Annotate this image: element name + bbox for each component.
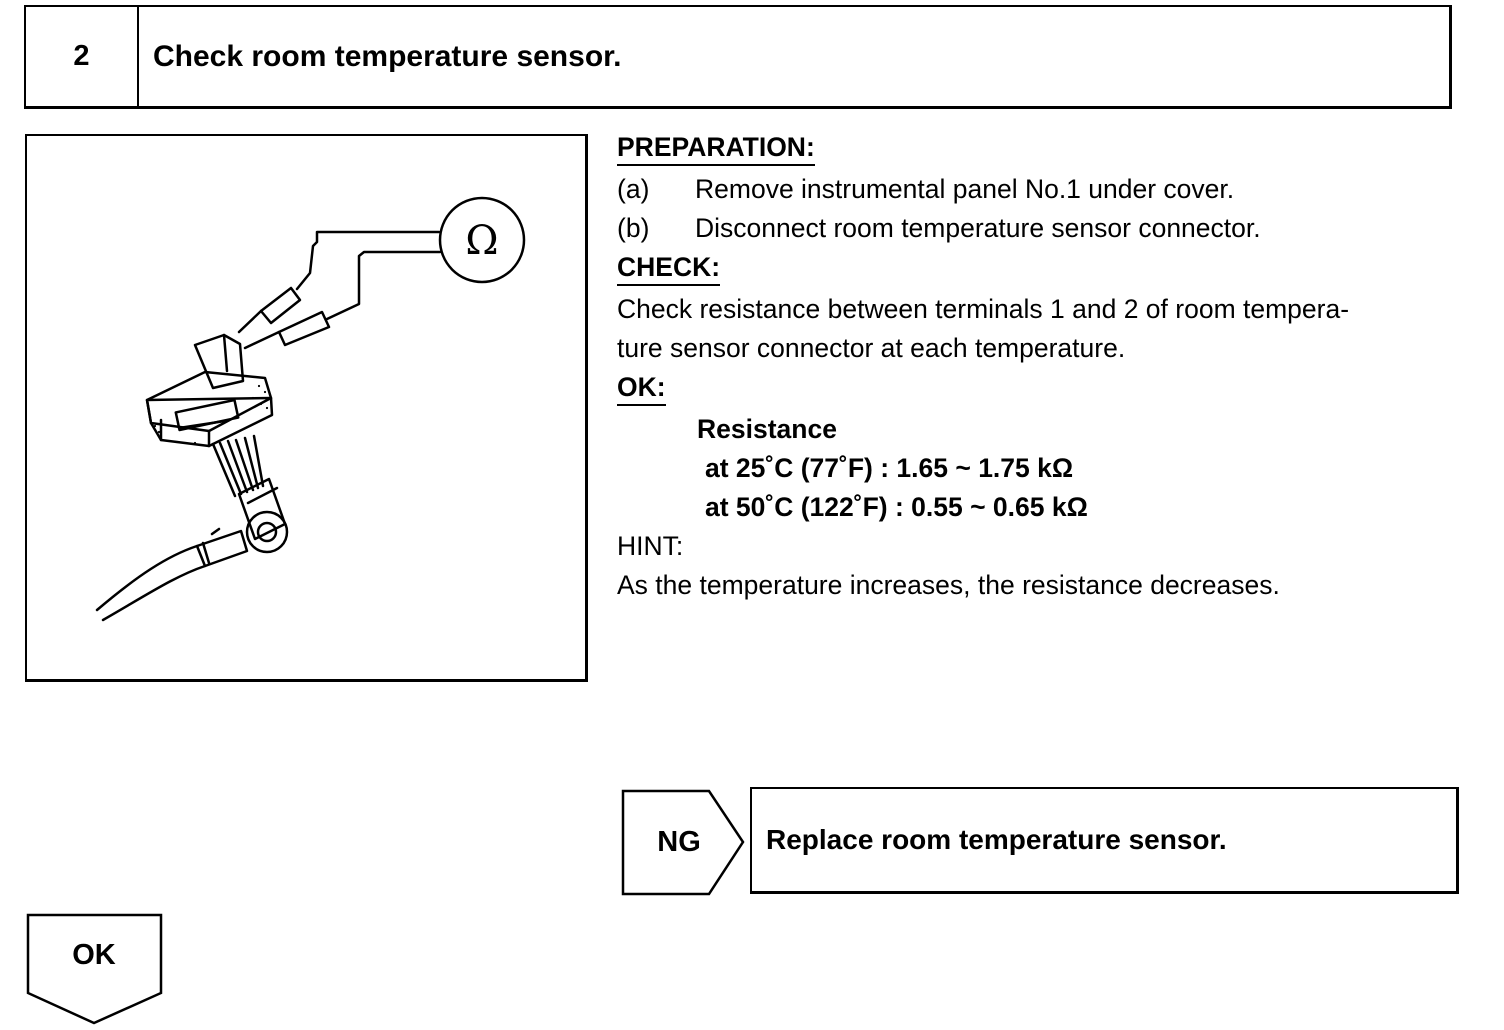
step-letter: (b) [617,213,650,243]
ohm-symbol: Ω [465,218,498,264]
step-text: Remove instrumental panel No.1 under cov… [695,174,1235,204]
ohmmeter-connector-illustration: Ω [25,134,588,682]
step-letter: (a) [617,174,650,204]
preparation-heading: PREPARATION: [617,131,815,166]
resistance-label: Resistance [697,414,837,444]
hint-text: As the temperature increases, the resist… [617,570,1280,600]
ok-heading: OK: [617,371,666,406]
check-text-line-2: ture sensor connector at each temperatur… [617,333,1126,363]
step-header: 2 Check room temperature sensor. [24,5,1452,109]
step-text: Disconnect room temperature sensor conne… [695,213,1261,243]
ng-action-box: Replace room temperature sensor. [750,787,1459,894]
resistance-spec: Resistance at 25˚C (77˚F) : 1.65 ~ 1.75 … [697,410,1477,527]
hint-heading: HINT: [617,531,684,561]
step-number: 2 [26,7,139,106]
preparation-step-b: (b) Disconnect room temperature sensor c… [617,209,1477,248]
resistance-row-25c: at 25˚C (77˚F) : 1.65 ~ 1.75 kΩ [705,453,1074,483]
check-heading: CHECK: [617,251,721,286]
ohmmeter-connector-icon: Ω [95,196,526,622]
ok-label: OK [72,938,116,971]
ng-action-text: Replace room temperature sensor. [766,824,1227,855]
ng-arrow-icon [621,789,745,896]
procedure-text: PREPARATION: (a) Remove instrumental pan… [617,128,1477,605]
resistance-row-50c: at 50˚C (122˚F) : 0.55 ~ 0.65 kΩ [705,492,1088,522]
preparation-step-a: (a) Remove instrumental panel No.1 under… [617,170,1477,209]
check-text-line-1: Check resistance between terminals 1 and… [617,294,1350,324]
ok-arrow-icon [26,913,163,1025]
step-title: Check room temperature sensor. [153,39,622,73]
ng-label: NG [657,825,701,858]
